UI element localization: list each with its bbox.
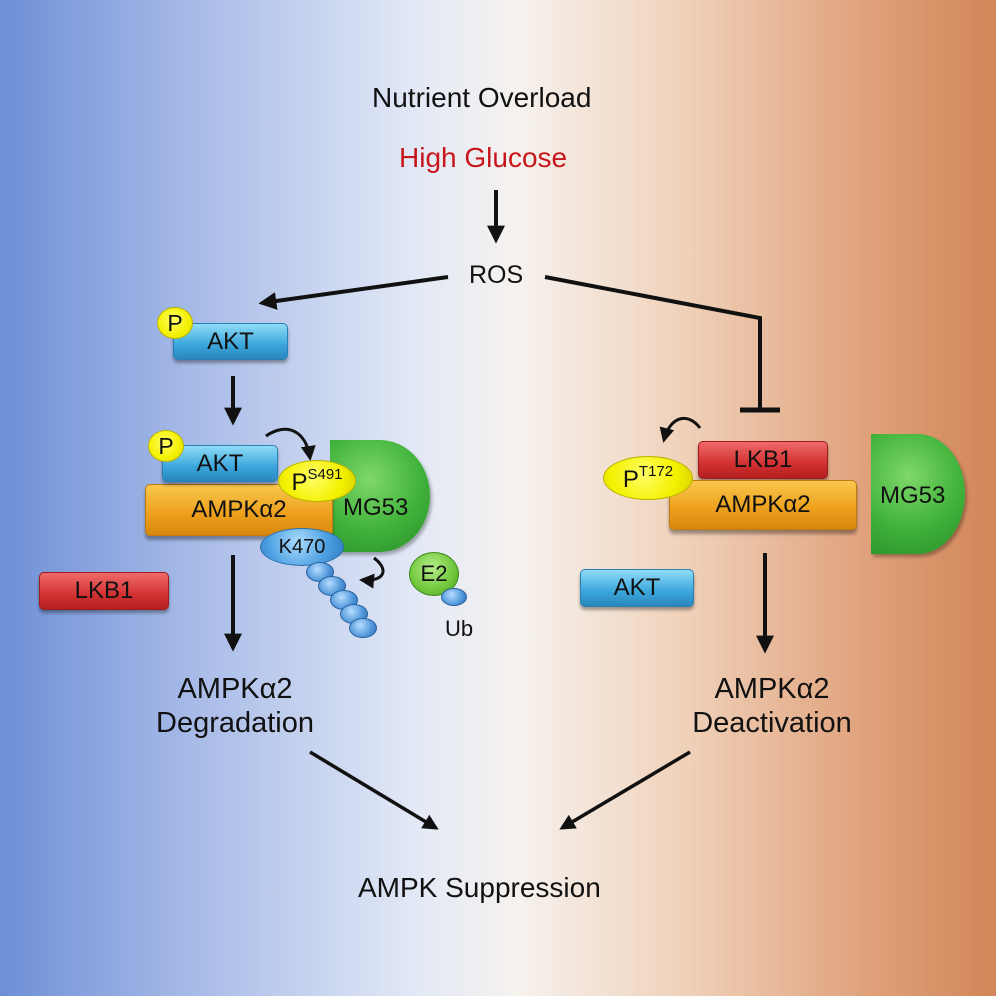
ub-label: Ub [445, 616, 474, 641]
inhibition-ros-to-lkb1 [544, 275, 762, 408]
deactivation-outcome: AMPKα2 Deactivation [677, 672, 867, 740]
lkb1-label: LKB1 [74, 577, 134, 604]
lkb1-right-label: LKB1 [733, 446, 793, 473]
curved-arrow-phosphorylation-left [265, 427, 316, 461]
outcome-line1: AMPKα2 [177, 673, 293, 705]
phospho-akt-top: P [157, 307, 193, 339]
mg53-left [330, 440, 430, 552]
curved-arrow-ubiquitination [359, 556, 385, 589]
phospho-akt-complex: P [148, 430, 184, 462]
lkb1-box-right: LKB1 [698, 441, 828, 479]
akt-box-top: AKT [173, 323, 288, 360]
akt-box-right: AKT [580, 569, 694, 607]
phospho-s491-label: PS491 [291, 465, 343, 496]
ampk-alpha2-box-right: AMPKα2 [669, 480, 857, 530]
high-glucose-label: High Glucose [399, 142, 568, 173]
ampk-alpha2-right-label: AMPKα2 [715, 491, 811, 518]
ros-label: ROS [469, 261, 524, 289]
degradation-outcome: AMPKα2 Degradation [145, 672, 325, 740]
e2-label: E2 [420, 561, 448, 586]
phospho-label: P [158, 432, 174, 459]
akt-complex-label: AKT [196, 449, 244, 477]
arrow-ros-to-akt [258, 275, 449, 310]
lkb1-box-left: LKB1 [39, 572, 169, 610]
ubiquitin-bead-e2 [441, 588, 467, 606]
arrow-deactivation-to-suppression [559, 750, 691, 830]
phospho-s491: PS491 [278, 460, 356, 502]
ampk-suppression-label: AMPK Suppression [358, 872, 601, 903]
outcome-line2: Degradation [156, 707, 314, 739]
phospho-t172: PT172 [603, 456, 693, 500]
akt-label: AKT [207, 327, 254, 355]
mg53-right [871, 434, 965, 554]
k470-site: K470 [260, 528, 344, 566]
outcome-line2: Deactivation [692, 707, 852, 739]
outcome-line1: AMPKα2 [714, 673, 830, 705]
k470-label: K470 [278, 535, 326, 558]
akt-box-complex: AKT [162, 445, 278, 482]
nutrient-overload-label: Nutrient Overload [372, 82, 592, 113]
curved-arrow-phosphorylation-right [659, 416, 702, 443]
akt-right-label: AKT [613, 574, 661, 601]
phospho-t172-label: PT172 [622, 462, 674, 493]
arrow-degradation-to-suppression [309, 750, 439, 830]
mg53-right-label: MG53 [880, 482, 946, 509]
ampk-alpha2-label: AMPKα2 [191, 496, 287, 523]
phospho-label: P [167, 309, 183, 336]
mg53-left-label: MG53 [343, 494, 409, 521]
ubiquitin-bead [349, 618, 377, 638]
